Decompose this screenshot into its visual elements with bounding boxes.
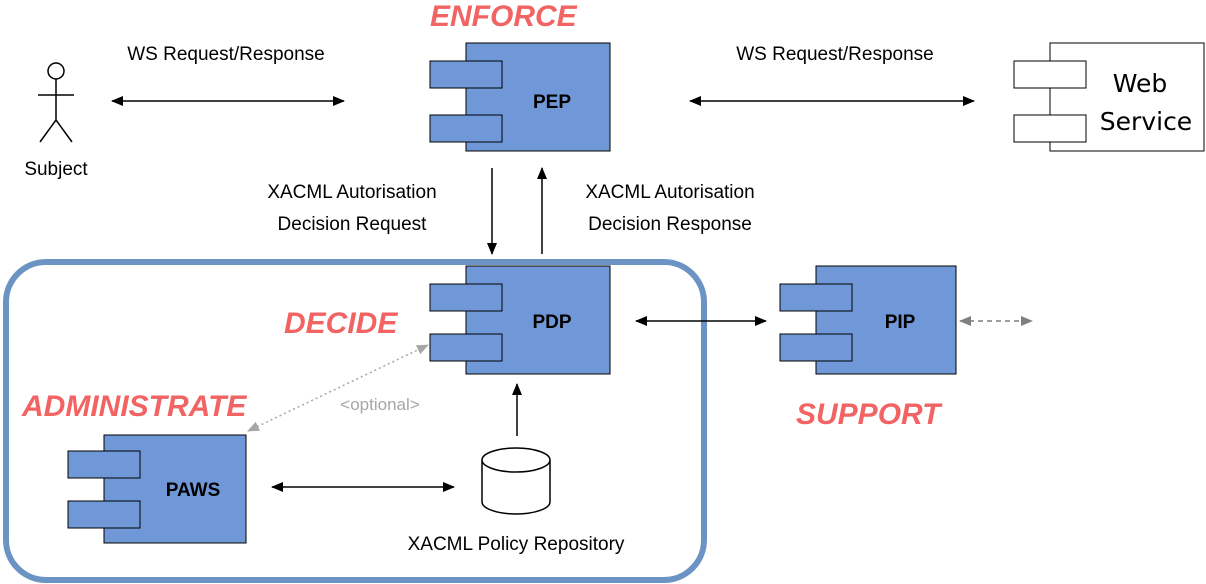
subject-label: Subject xyxy=(24,159,88,180)
pdp-label: PDP xyxy=(532,312,571,333)
pip-label: PIP xyxy=(885,312,916,333)
decide-domain-container xyxy=(3,259,707,583)
request-label-line1: XACML Autorisation xyxy=(267,182,436,203)
ws-left-label: WS Request/Response xyxy=(127,44,325,65)
optional-arrow xyxy=(247,344,429,432)
web-service-label-line2: Service xyxy=(1100,107,1192,136)
pdp-component: PDP xyxy=(429,265,611,375)
role-administrate: ADMINISTRATE xyxy=(21,390,247,423)
response-label-line2: Decision Response xyxy=(588,214,752,235)
paws-component: PAWS xyxy=(67,434,247,544)
policy-repository-database-icon xyxy=(481,447,551,515)
pep-label: PEP xyxy=(533,92,571,113)
web-service-label-line1: Web xyxy=(1113,69,1168,98)
pip-component: PIP xyxy=(779,265,957,375)
pep-component: PEP xyxy=(429,42,611,152)
paws-label: PAWS xyxy=(166,480,221,501)
request-label-line2: Decision Request xyxy=(278,214,428,235)
role-support: SUPPORT xyxy=(796,398,943,431)
response-label-line1: XACML Autorisation xyxy=(585,182,754,203)
role-enforce: ENFORCE xyxy=(430,0,578,33)
optional-label: <optional> xyxy=(340,395,419,414)
repository-label: XACML Policy Repository xyxy=(408,534,625,555)
web-service-component: Web Service xyxy=(1013,42,1205,152)
ws-right-label: WS Request/Response xyxy=(736,44,934,65)
subject-actor-icon xyxy=(38,62,74,143)
role-decide: DECIDE xyxy=(284,307,398,340)
